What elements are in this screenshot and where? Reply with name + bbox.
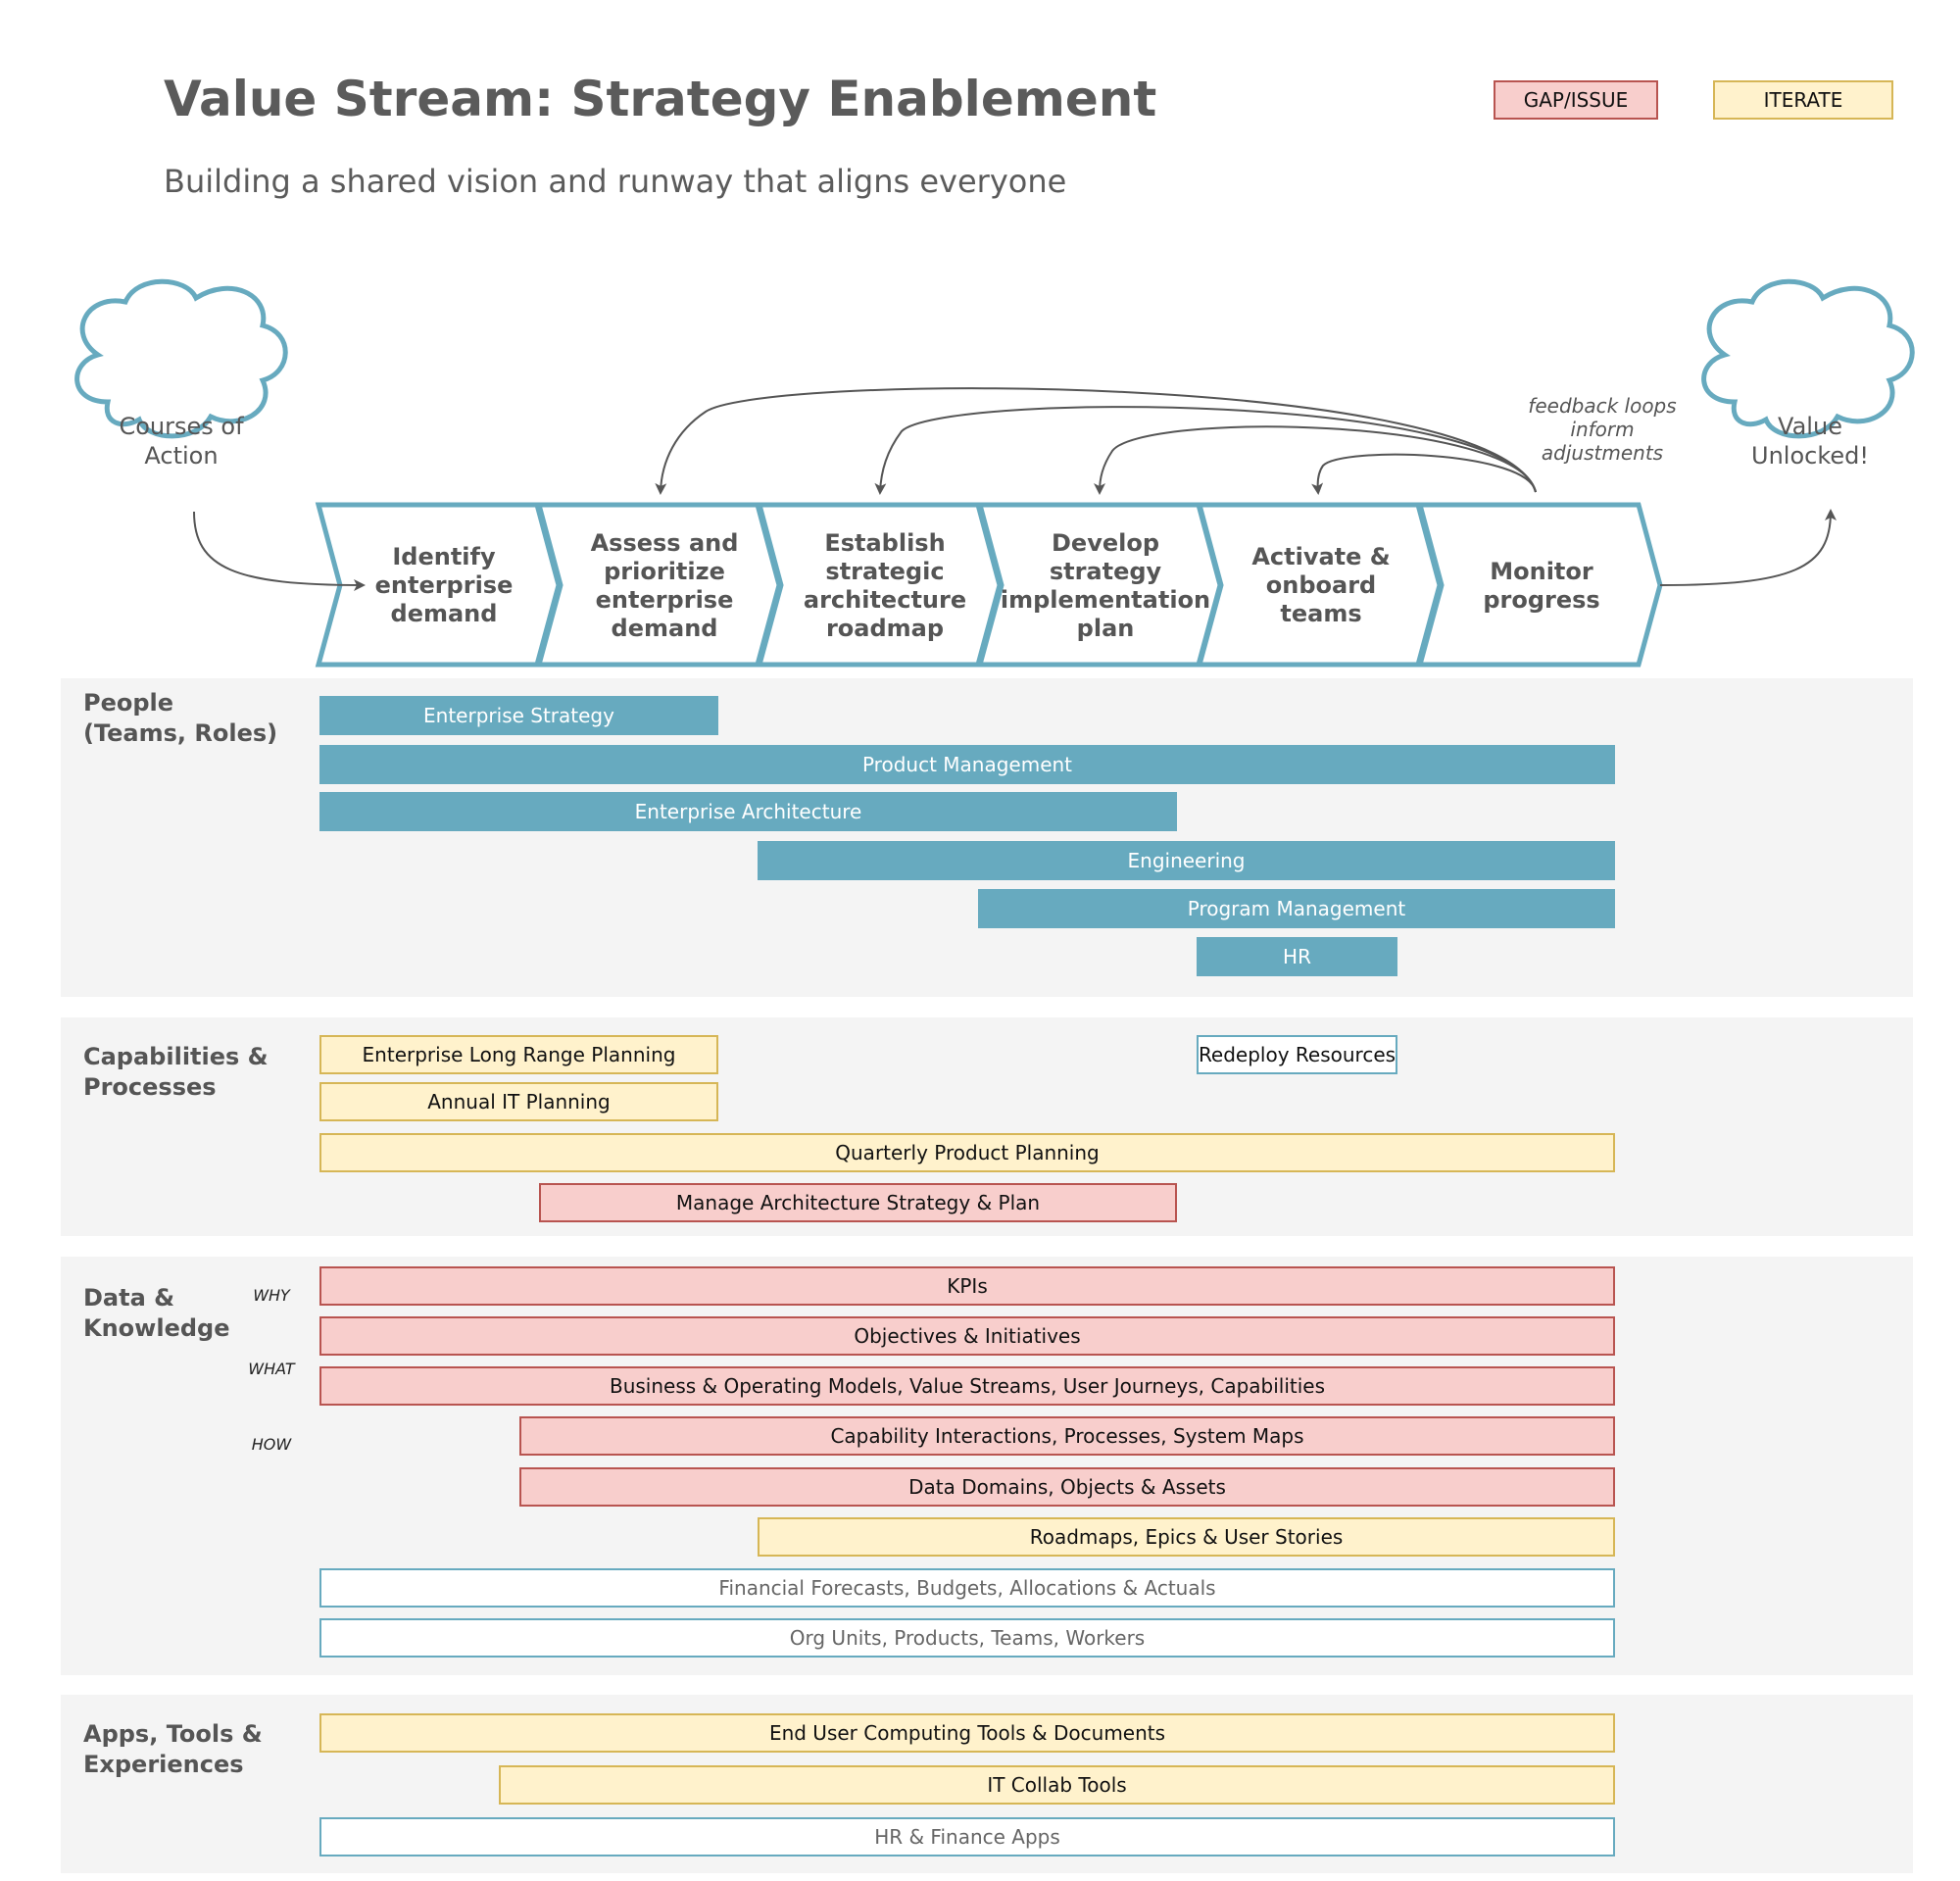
feedback-arrow-develop xyxy=(1094,425,1537,495)
bar-manage-architecture-strategy: Manage Architecture Strategy & Plan xyxy=(539,1183,1177,1222)
bar-end-user-computing-tools: End User Computing Tools & Documents xyxy=(319,1713,1615,1753)
bar-redeploy-resources: Redeploy Resources xyxy=(1197,1035,1397,1074)
bar-financial-forecasts: Financial Forecasts, Budgets, Allocation… xyxy=(319,1568,1615,1608)
value-stream-flow xyxy=(74,278,1915,668)
bar-it-collab-tools: IT Collab Tools xyxy=(499,1765,1615,1805)
bar-annual-it-planning: Annual IT Planning xyxy=(319,1082,718,1121)
tier-what: WHAT xyxy=(248,1360,295,1378)
bar-capability-interactions: Capability Interactions, Processes, Syst… xyxy=(519,1416,1615,1456)
tier-how: HOW xyxy=(251,1435,292,1454)
end-arrow xyxy=(1659,509,1837,586)
step-label-5: Activate & onboard teams xyxy=(1251,543,1391,627)
feedback-arrow-establish xyxy=(874,406,1537,495)
step-chevron-6 xyxy=(1416,502,1663,668)
bar-hr: HR xyxy=(1197,937,1397,976)
end-cloud-label: Value Unlocked! xyxy=(1751,413,1869,470)
step-label-6: Monitor progress xyxy=(1483,557,1600,614)
bar-enterprise-architecture: Enterprise Architecture xyxy=(319,792,1177,831)
feedback-arrow-assess xyxy=(655,387,1537,495)
bar-business-operating-models: Business & Operating Models, Value Strea… xyxy=(319,1366,1615,1406)
step-label-1: Identify enterprise demand xyxy=(374,543,514,627)
start-arrow xyxy=(193,511,366,591)
bar-program-management: Program Management xyxy=(978,889,1615,928)
section-label-apps: Apps, Tools & Experiences xyxy=(83,1720,263,1778)
page-title: Value Stream: Strategy Enablement xyxy=(164,71,1157,127)
bar-quarterly-product-planning: Quarterly Product Planning xyxy=(319,1133,1615,1172)
bar-product-management: Product Management xyxy=(319,745,1615,784)
page-subtitle: Building a shared vision and runway that… xyxy=(164,163,1067,200)
start-cloud-shape xyxy=(74,278,288,439)
bar-hr-finance-apps: HR & Finance Apps xyxy=(319,1817,1615,1856)
bar-enterprise-strategy: Enterprise Strategy xyxy=(319,696,718,735)
bar-kpis: KPIs xyxy=(319,1266,1615,1306)
tier-why: WHY xyxy=(253,1286,290,1305)
bar-objectives-initiatives: Objectives & Initiatives xyxy=(319,1316,1615,1356)
bar-org-units: Org Units, Products, Teams, Workers xyxy=(319,1618,1615,1658)
step-label-4: Develop strategy implementation plan xyxy=(1000,528,1211,642)
feedback-arrow-activate xyxy=(1311,453,1537,495)
feedback-note: feedback loops inform adjustments xyxy=(1528,394,1677,465)
end-cloud-shape xyxy=(1701,278,1915,439)
bar-data-domains: Data Domains, Objects & Assets xyxy=(519,1467,1615,1507)
legend-gap-issue: GAP/ISSUE xyxy=(1494,80,1658,120)
section-label-capabilities: Capabilities & Processes xyxy=(83,1043,269,1101)
start-cloud-label: Courses of Action xyxy=(119,413,244,470)
legend-iterate: ITERATE xyxy=(1713,80,1893,120)
step-label-3: Establish strategic architecture roadmap xyxy=(803,528,967,642)
section-label-data: Data & Knowledge xyxy=(83,1284,230,1342)
bar-engineering: Engineering xyxy=(758,841,1615,880)
section-label-people: People (Teams, Roles) xyxy=(83,689,278,747)
step-label-2: Assess and prioritize enterprise demand xyxy=(590,528,739,642)
bar-enterprise-long-range-planning: Enterprise Long Range Planning xyxy=(319,1035,718,1074)
bar-roadmaps-epics: Roadmaps, Epics & User Stories xyxy=(758,1517,1615,1557)
